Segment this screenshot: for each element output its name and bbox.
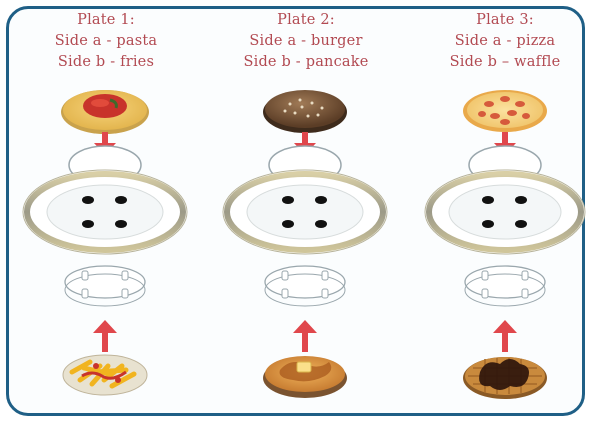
pancake-icon (263, 356, 347, 398)
burger-icon (263, 90, 347, 133)
main-plate (425, 170, 585, 254)
plate-stand (465, 266, 545, 306)
pasta-icon (61, 90, 149, 134)
arrow-up-icon (93, 320, 117, 352)
main-plate (223, 170, 387, 254)
plate-stand (65, 266, 145, 306)
plate-2-column (223, 90, 387, 398)
arrow-up-icon (293, 320, 317, 352)
arrow-up-icon (493, 320, 517, 352)
waffle-icon (463, 357, 547, 399)
plate-3-column (425, 90, 585, 399)
pizza-icon (463, 90, 547, 132)
fries-icon (63, 355, 147, 395)
plate-1-column (23, 90, 187, 395)
plate-stand (265, 266, 345, 306)
